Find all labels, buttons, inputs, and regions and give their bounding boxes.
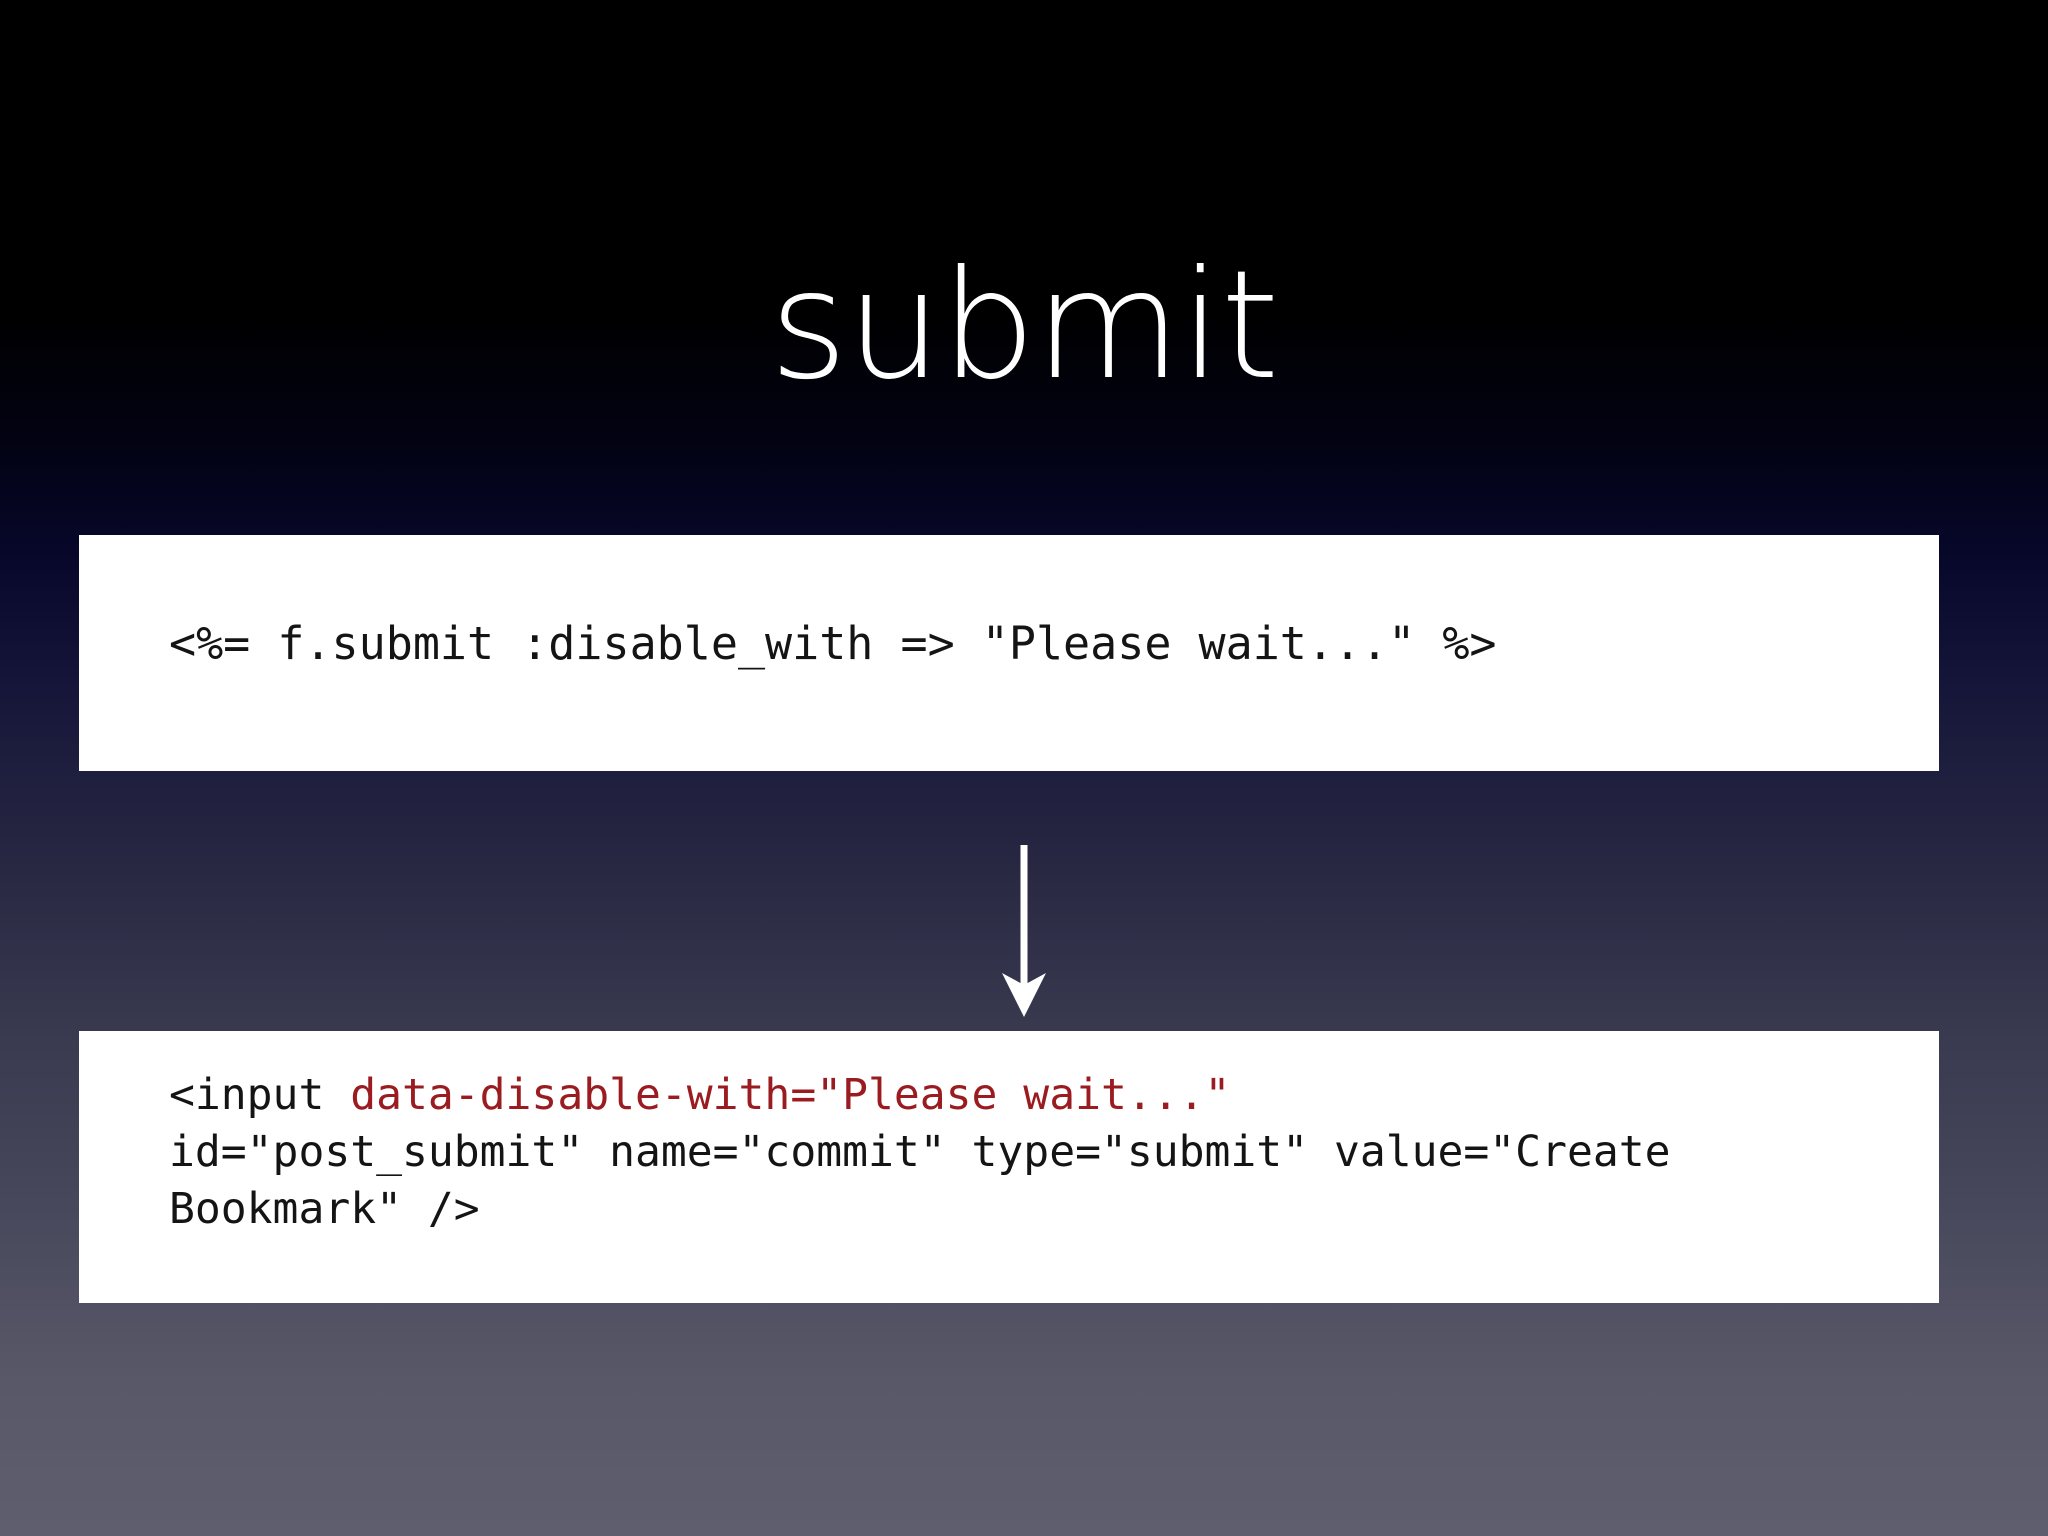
source-code-card: <%= f.submit :disable_with => "Please wa… [79, 535, 1939, 771]
output-code-text: <input data-disable-with="Please wait...… [169, 1067, 1939, 1238]
output-code-data-attribute: data-disable-with="Please wait..." [350, 1070, 1231, 1120]
output-code-attributes: id="post_submit" name="commit" type="sub… [169, 1127, 1671, 1234]
source-code-text: <%= f.submit :disable_with => "Please wa… [169, 617, 1497, 670]
output-code-card: <input data-disable-with="Please wait...… [79, 1031, 1939, 1303]
arrow-down-icon [974, 845, 1074, 1020]
output-code-tag-open: <input [169, 1070, 351, 1120]
slide-title: submit [769, 238, 1279, 413]
